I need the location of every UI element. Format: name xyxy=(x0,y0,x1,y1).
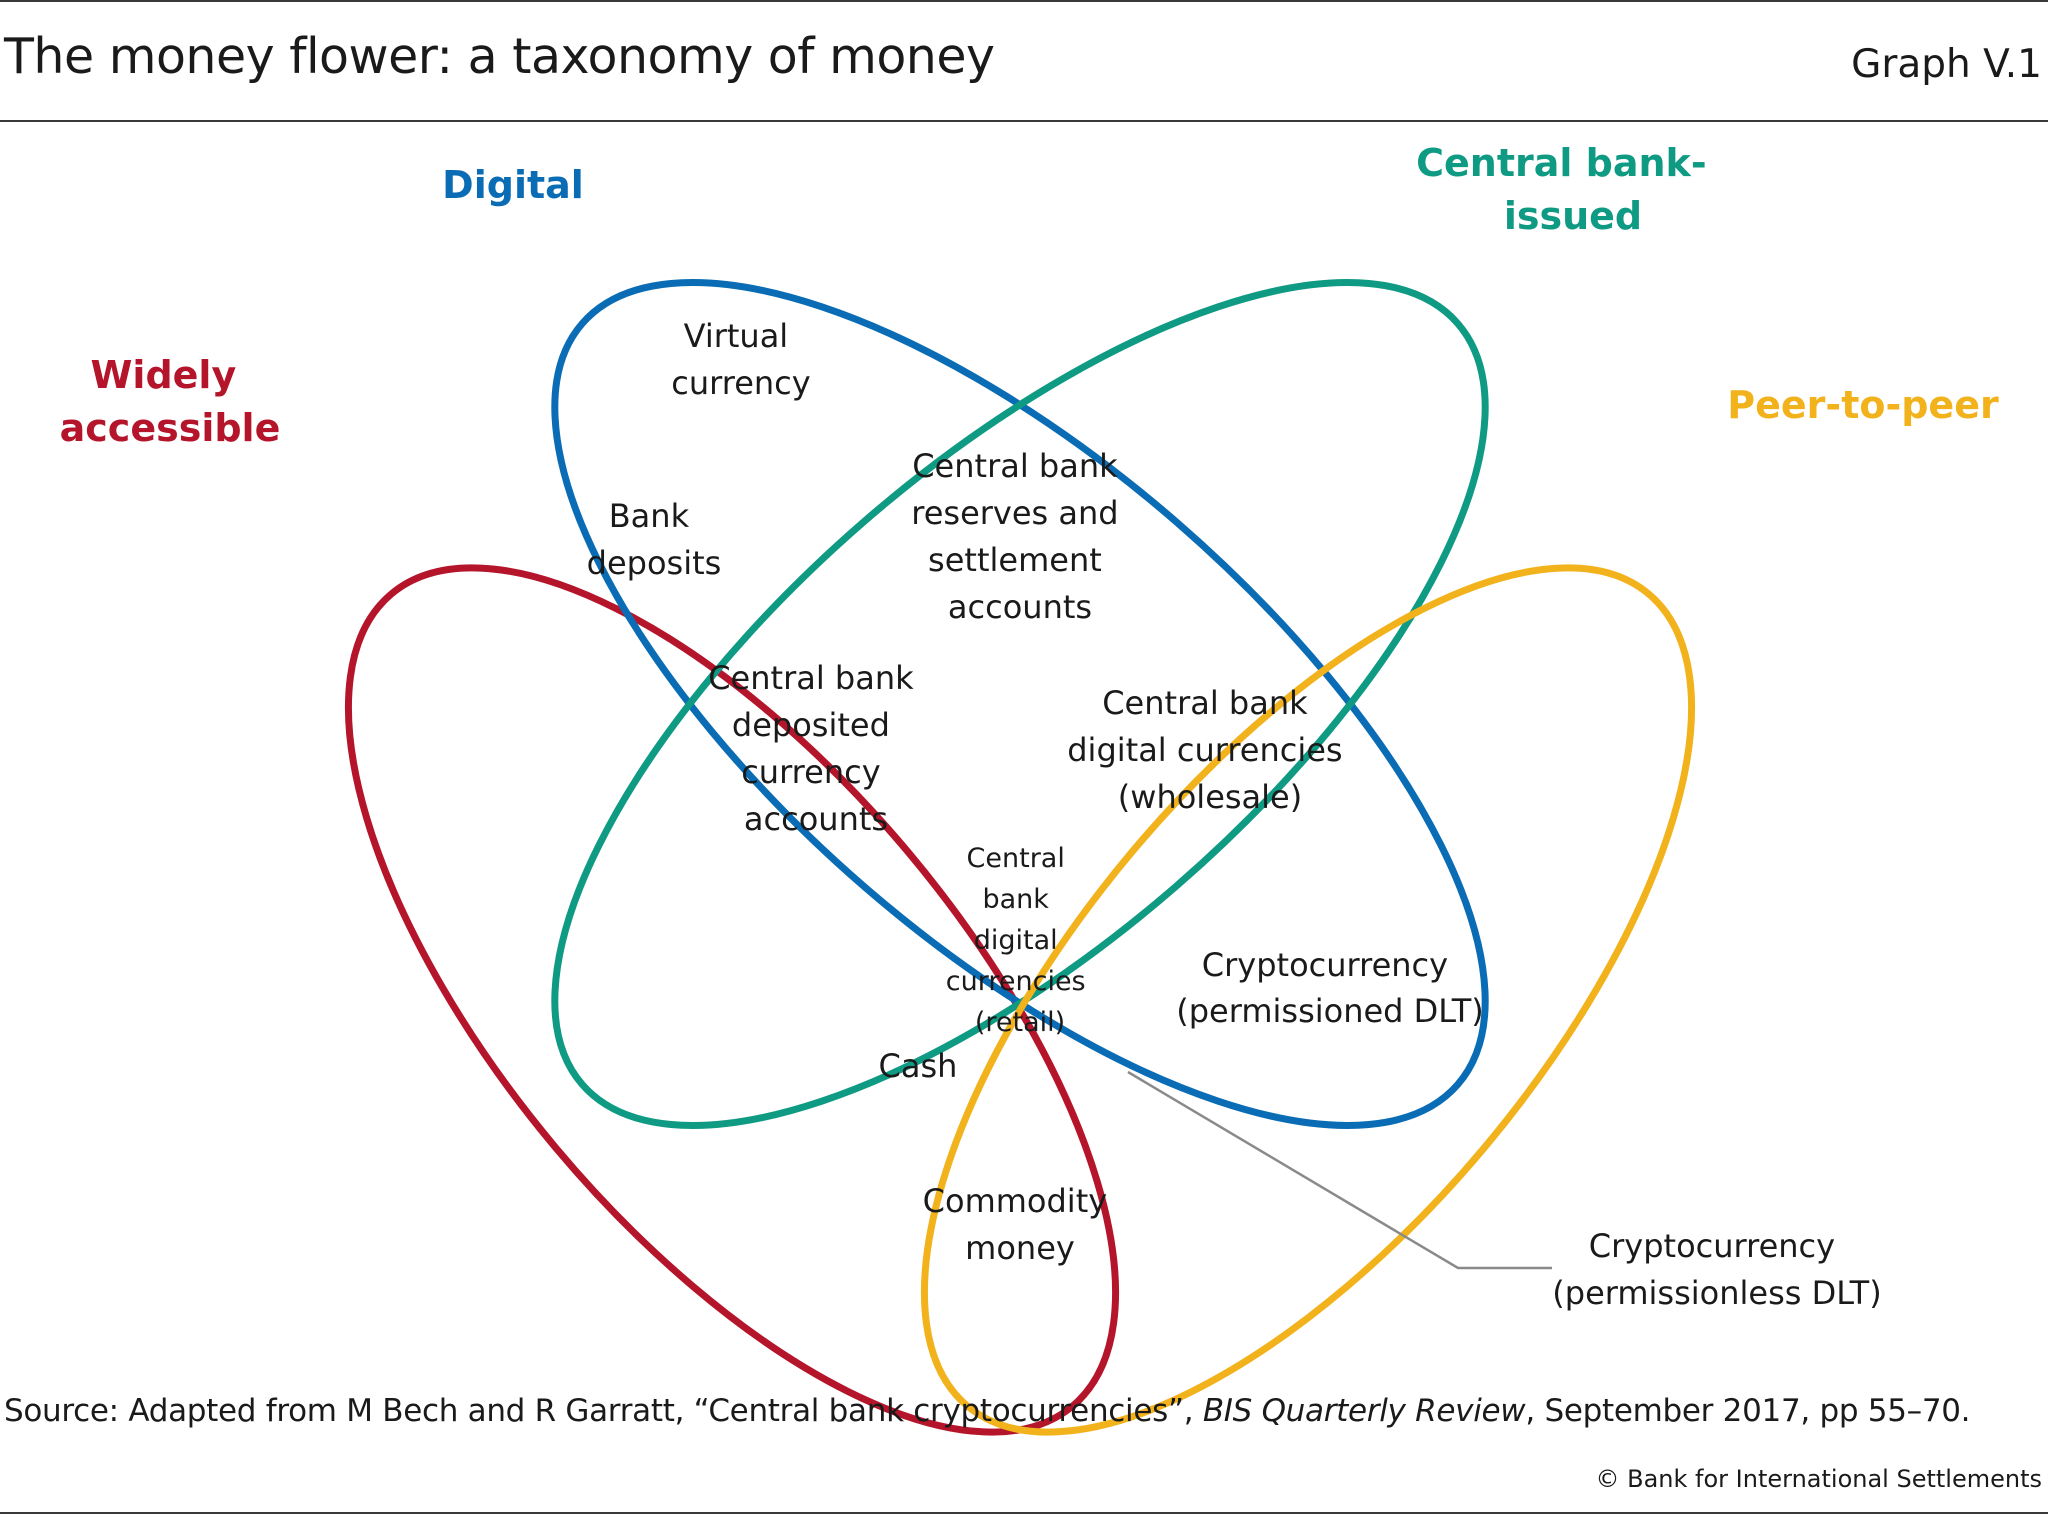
region-cash: Cash xyxy=(879,1047,958,1085)
region-crypto-permissionless: Cryptocurrency (permissionless DLT) xyxy=(1552,1227,1881,1312)
region-cb-reserves: Central bank reserves and settlement acc… xyxy=(911,447,1129,626)
region-bank-deposits: Bank deposits xyxy=(587,497,722,582)
header-rule xyxy=(0,120,2048,122)
central-bank-issued-ellipse xyxy=(551,279,1489,1129)
set-label-digital: Digital xyxy=(442,163,584,207)
region-cbdc-retail: Central bank digital currencies (retail) xyxy=(946,843,1094,1038)
source-note: Source: Adapted from M Bech and R Garrat… xyxy=(4,1393,1971,1429)
source-prefix: Source: Adapted from M Bech and R Garrat… xyxy=(4,1393,1203,1429)
region-commodity-money: Commodity money xyxy=(923,1182,1118,1267)
widely-accessible-ellipse xyxy=(344,564,1120,1436)
page-title: The money flower: a taxonomy of money xyxy=(4,28,995,85)
set-ellipses xyxy=(344,279,1696,1436)
permissionless-leader-line xyxy=(1127,1070,1552,1270)
set-label-peer-to-peer: Peer-to-peer xyxy=(1727,383,1999,427)
region-cbdc-wholesale: Central bank digital currencies (wholesa… xyxy=(1067,684,1353,816)
region-virtual-currency: Virtual currency xyxy=(671,317,810,402)
top-rule xyxy=(0,0,2048,2)
region-crypto-permissioned: Cryptocurrency (permissioned DLT) xyxy=(1176,946,1484,1030)
region-cb-deposited: Central bank deposited currency accounts xyxy=(708,659,924,838)
source-suffix: , September 2017, pp 55–70. xyxy=(1525,1393,1971,1429)
graph-number: Graph V.1 xyxy=(1851,42,2042,87)
set-label-central-bank-issued: Central bank- issued xyxy=(1416,141,1720,238)
copyright: © Bank for International Settlements xyxy=(1595,1465,2043,1493)
source-publication: BIS Quarterly Review xyxy=(1202,1393,1526,1429)
footer-rule xyxy=(0,1512,2048,1514)
peer-to-peer-ellipse xyxy=(920,564,1696,1436)
set-label-widely-accessible: Widely accessible xyxy=(60,353,281,450)
digital-ellipse xyxy=(551,279,1489,1129)
